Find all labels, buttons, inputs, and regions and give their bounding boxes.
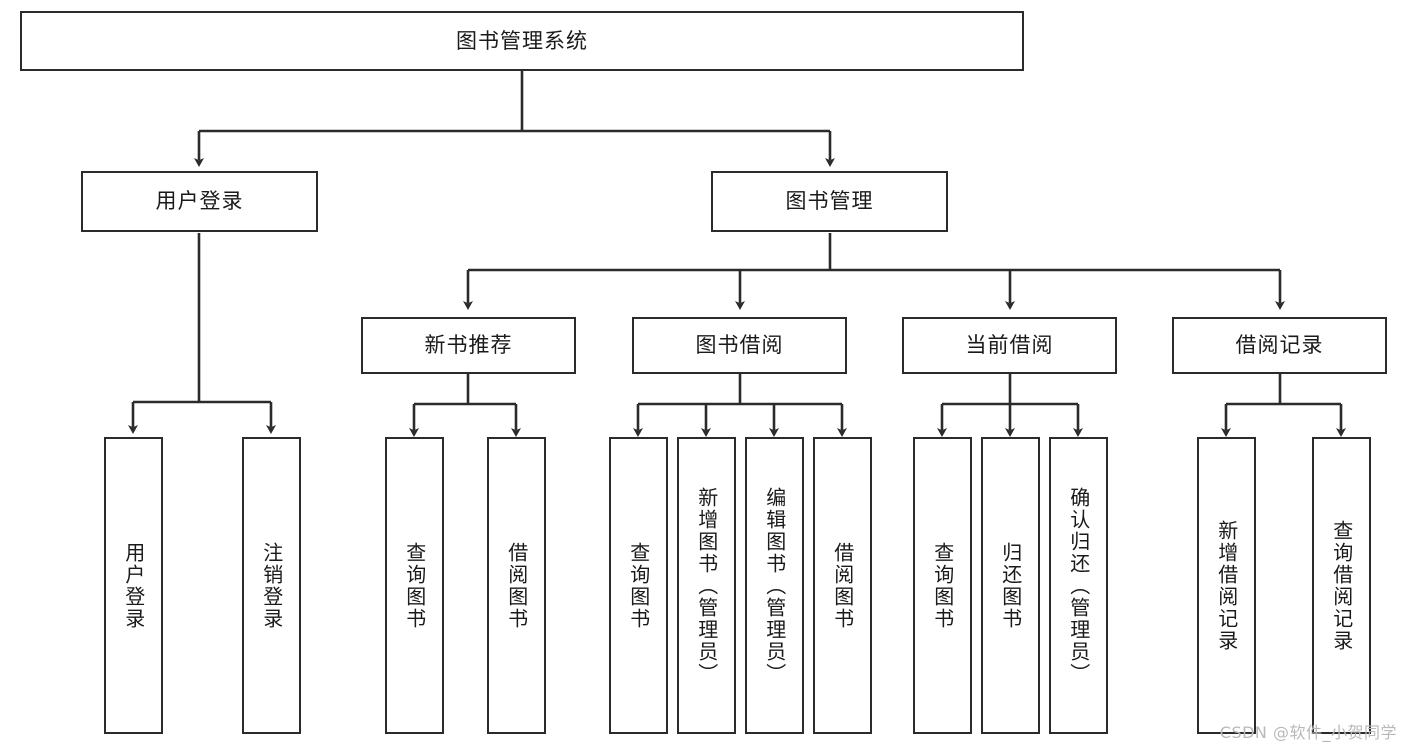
node-user-login[interactable]: 用户登录 bbox=[81, 171, 318, 232]
node-book-management[interactable]: 图书管理 bbox=[711, 171, 948, 232]
node-label: 查询图书 bbox=[402, 541, 427, 630]
watermark-text: CSDN @软件_小贺同学 bbox=[1219, 723, 1397, 742]
node-label: 借阅记录 bbox=[1235, 333, 1324, 358]
node-label: 查询图书 bbox=[930, 541, 955, 630]
node-leaf-current-borrow-return[interactable]: 归还图书 bbox=[981, 437, 1040, 734]
node-label: 用户登录 bbox=[155, 189, 244, 214]
node-label: 查询图书 bbox=[626, 541, 651, 630]
node-label: 新书推荐 bbox=[424, 333, 513, 358]
node-leaf-book-borrow-add[interactable]: 新增图书（管理员） bbox=[677, 437, 736, 734]
node-root-book-management-system[interactable]: 图书管理系统 bbox=[20, 11, 1024, 71]
node-borrow-record[interactable]: 借阅记录 bbox=[1172, 317, 1387, 374]
node-label: 当前借阅 bbox=[965, 333, 1054, 358]
node-new-book-recommend[interactable]: 新书推荐 bbox=[361, 317, 576, 374]
node-leaf-borrow-record-query[interactable]: 查询借阅记录 bbox=[1312, 437, 1371, 734]
node-leaf-user-login-signout[interactable]: 注销登录 bbox=[242, 437, 301, 734]
node-book-borrow[interactable]: 图书借阅 bbox=[632, 317, 847, 374]
node-label: 注销登录 bbox=[259, 541, 284, 630]
node-leaf-book-borrow-lend[interactable]: 借阅图书 bbox=[813, 437, 872, 734]
node-leaf-new-book-borrow[interactable]: 借阅图书 bbox=[487, 437, 546, 734]
node-label: 借阅图书 bbox=[830, 541, 855, 630]
node-label: 编辑图书（管理员） bbox=[762, 486, 787, 685]
node-leaf-current-borrow-confirm-return[interactable]: 确认归还（管理员） bbox=[1049, 437, 1108, 734]
node-label: 归还图书 bbox=[998, 541, 1023, 630]
node-label: 借阅图书 bbox=[504, 541, 529, 630]
node-label: 查询借阅记录 bbox=[1329, 519, 1354, 652]
node-label: 图书管理系统 bbox=[456, 28, 588, 53]
node-leaf-current-borrow-query[interactable]: 查询图书 bbox=[913, 437, 972, 734]
node-current-borrow[interactable]: 当前借阅 bbox=[902, 317, 1117, 374]
node-label: 图书借阅 bbox=[695, 333, 784, 358]
node-label: 用户登录 bbox=[121, 541, 146, 630]
node-label: 确认归还（管理员） bbox=[1066, 486, 1091, 685]
node-leaf-new-book-query[interactable]: 查询图书 bbox=[385, 437, 444, 734]
node-leaf-user-login-signin[interactable]: 用户登录 bbox=[104, 437, 163, 734]
node-label: 图书管理 bbox=[785, 189, 874, 214]
node-leaf-book-borrow-edit[interactable]: 编辑图书（管理员） bbox=[745, 437, 804, 734]
node-leaf-borrow-record-add[interactable]: 新增借阅记录 bbox=[1197, 437, 1256, 734]
node-label: 新增图书（管理员） bbox=[694, 486, 719, 685]
node-leaf-book-borrow-query[interactable]: 查询图书 bbox=[609, 437, 668, 734]
node-label: 新增借阅记录 bbox=[1214, 519, 1239, 652]
